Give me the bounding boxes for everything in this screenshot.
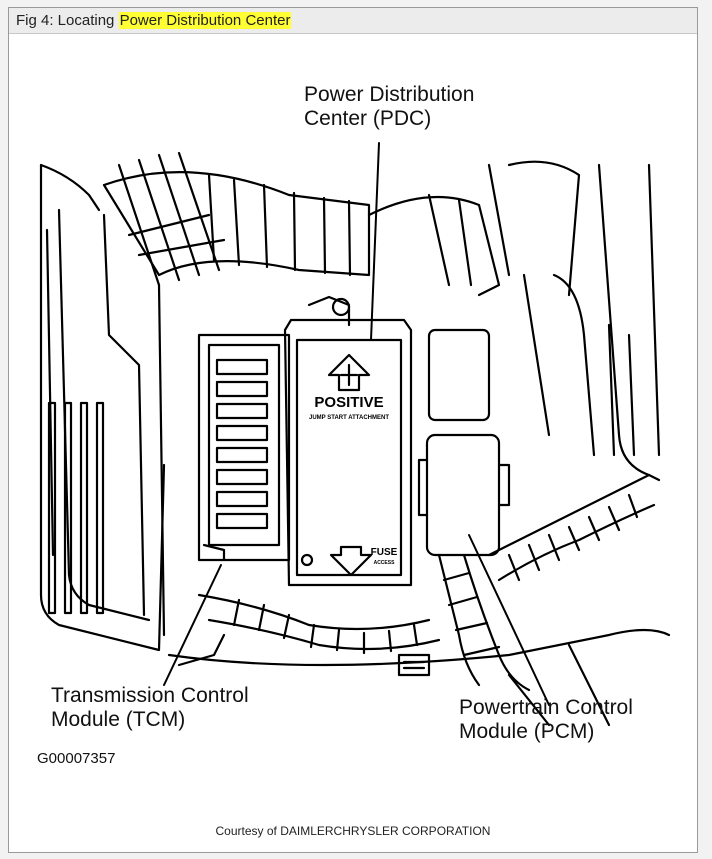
engine-bay-diagram: POSITIVE JUMP START ATTACHMENT FUSE ACCE… — [39, 142, 671, 727]
pdc-jumpstart-text: JUMP START ATTACHMENT — [309, 415, 389, 421]
leader-lines — [163, 142, 550, 706]
pcm-callout-line1: Powertrain Control — [459, 696, 633, 719]
wiring-harness-left — [177, 593, 441, 667]
figure-code: G00007357 — [37, 750, 116, 767]
caption-highlight: Power Distribution Center — [118, 12, 292, 29]
courtesy-credit: Courtesy of DAIMLERCHRYSLER CORPORATION — [215, 824, 491, 838]
figure-frame: Fig 4: Locating Power Distribution Cente… — [8, 7, 698, 853]
pcm-callout: Powertrain Control Module (PCM) — [459, 696, 633, 744]
pdc-callout-line1: Power Distribution — [304, 83, 475, 106]
caption-prefix: Fig 4: Locating — [16, 12, 119, 29]
wiring-harness-right — [437, 473, 656, 692]
tcm-module — [197, 333, 291, 562]
pdc-access-text: ACCESS — [374, 560, 396, 566]
pdc-fuse-text: FUSE — [371, 547, 398, 558]
pcm-callout-line2: Module (PCM) — [459, 720, 595, 743]
tcm-callout-line2: Module (TCM) — [51, 708, 186, 731]
tcm-callout-line1: Transmission Control — [51, 684, 249, 707]
pdc-positive-text: POSITIVE — [314, 394, 383, 411]
pdc-callout-line2: Center (PDC) — [304, 107, 432, 130]
pcm-block — [417, 328, 511, 557]
pdc-callout: Power Distribution Center (PDC) — [304, 83, 474, 131]
tcm-callout: Transmission Control Module (TCM) — [51, 684, 249, 732]
engine-upper-right — [367, 160, 661, 482]
lower-structure — [167, 628, 671, 727]
fender-slots — [47, 401, 105, 615]
figure-caption: Fig 4: Locating Power Distribution Cente… — [9, 8, 697, 34]
air-intake-tube — [102, 151, 371, 287]
left-fender-panel — [39, 163, 166, 652]
pdc-box — [283, 295, 413, 587]
